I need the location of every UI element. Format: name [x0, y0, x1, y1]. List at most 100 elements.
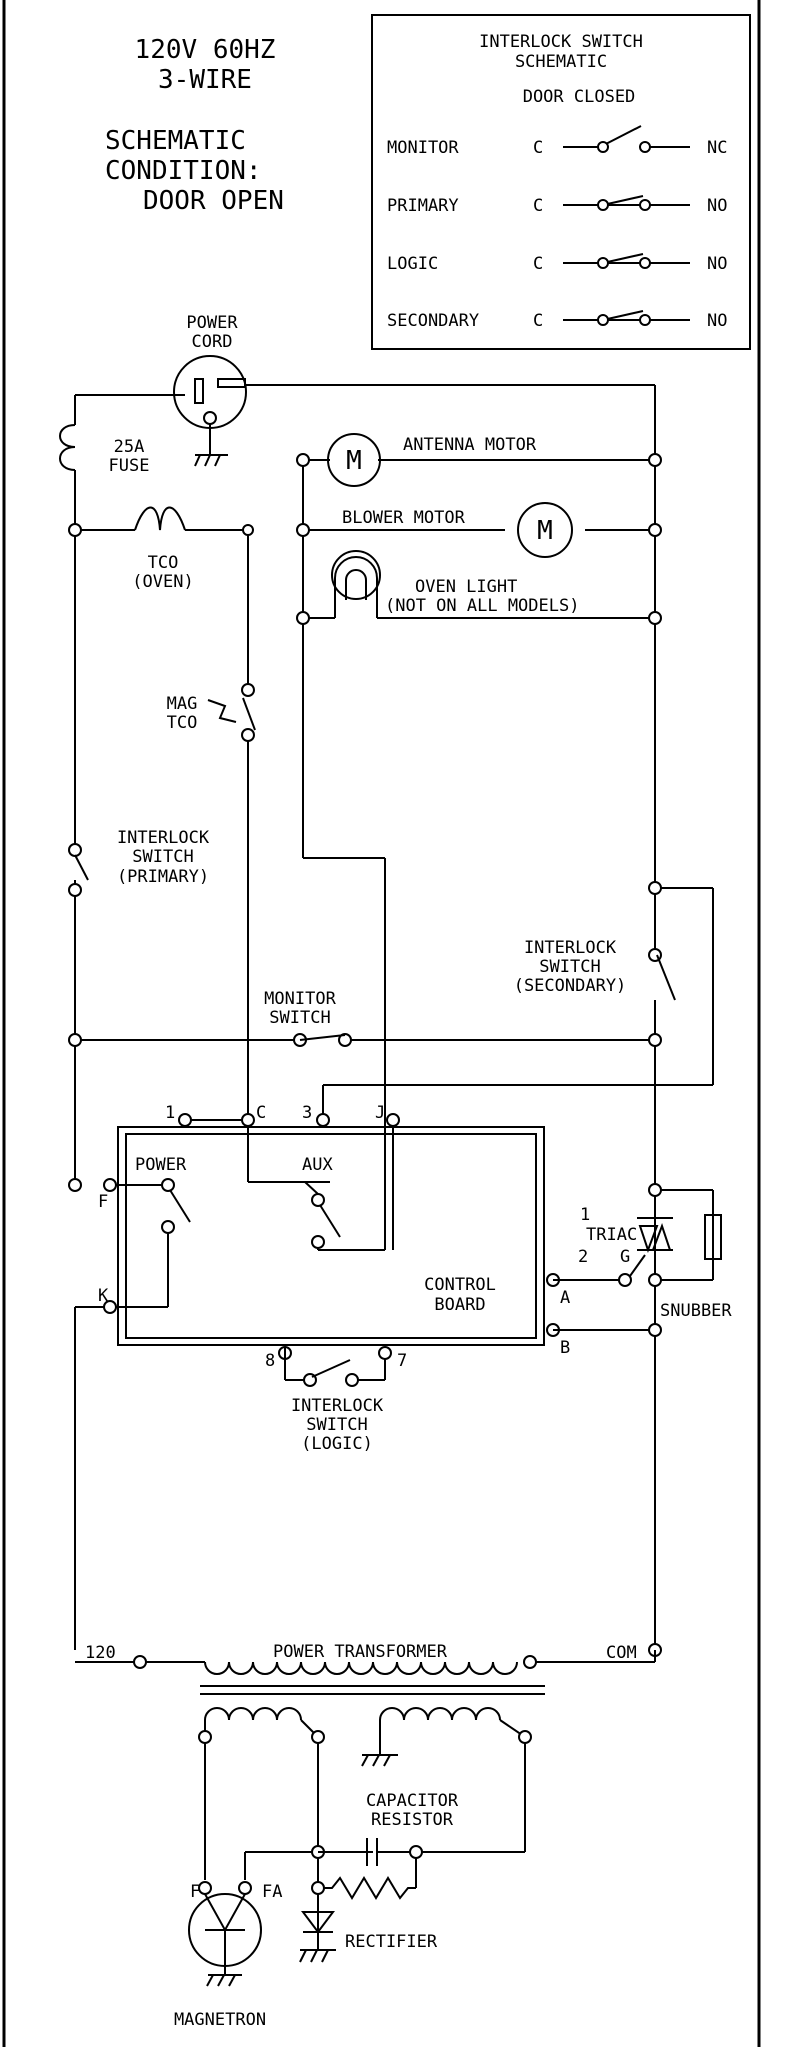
condition-line2: CONDITION:	[105, 156, 262, 186]
fuse: 25A FUSE	[59, 424, 150, 476]
interlock-logic: INTERLOCK SWITCH (LOGIC)	[284, 1347, 386, 1454]
monitor-switch: MONITOR SWITCH	[68, 989, 662, 1047]
page-frame	[2, 0, 761, 2047]
ground-icon	[361, 1740, 398, 1767]
row-secondary-name: SECONDARY	[387, 311, 479, 331]
tap-com-label: COM	[606, 1643, 637, 1663]
row-secondary-common: C	[533, 311, 543, 331]
triac-label: TRIAC	[586, 1225, 637, 1245]
mag-tco-label1: MAG	[167, 694, 198, 714]
power-cord: POWER CORD	[173, 313, 247, 467]
tco-oven-label2: (OVEN)	[132, 572, 193, 592]
antenna-motor: M ANTENNA MOTOR	[296, 433, 662, 487]
supply-voltage: 120V 60HZ	[135, 35, 276, 65]
fuse-label2: FUSE	[109, 456, 150, 476]
blower-motor-label: BLOWER MOTOR	[342, 508, 466, 528]
schematic-row-logic: LOGIC C NO	[387, 253, 727, 274]
aux-relay-label: AUX	[302, 1155, 333, 1175]
interlock-secondary: INTERLOCK SWITCH (SECONDARY)	[514, 881, 676, 1040]
tco-oven: TCO (OVEN)	[132, 506, 194, 592]
interlock-secondary-label2: SWITCH	[539, 957, 600, 977]
terminal-f-label: F	[98, 1192, 108, 1212]
schematic-row-primary: PRIMARY C NO	[387, 195, 727, 216]
capacitor-label2: RESISTOR	[371, 1810, 454, 1830]
interlock-secondary-label3: (SECONDARY)	[514, 976, 627, 996]
terminal-j-label: J	[375, 1103, 385, 1123]
power-cord-label1: POWER	[186, 313, 238, 333]
capacitor-label1: CAPACITOR	[366, 1791, 459, 1811]
antenna-motor-symbol: M	[346, 446, 362, 476]
oven-light-label1: OVEN LIGHT	[415, 577, 517, 597]
terminal-7-label: 7	[397, 1351, 407, 1371]
snubber: SNUBBER	[660, 1190, 732, 1321]
triac-terminal-1: 1	[580, 1205, 590, 1225]
control-board-label2: BOARD	[434, 1295, 485, 1315]
row-monitor-common: C	[533, 138, 543, 158]
hv-wiring	[204, 1743, 526, 1932]
interlock-primary: INTERLOCK SWITCH (PRIMARY)	[68, 828, 210, 897]
tap-120-label: 120	[85, 1643, 116, 1663]
terminal-c-label: C	[256, 1103, 266, 1123]
row-secondary-contact: NO	[707, 311, 727, 331]
triac-terminal-2: 2	[578, 1247, 588, 1267]
rectifier: RECTIFIER	[299, 1911, 438, 1963]
interlock-primary-label3: (PRIMARY)	[117, 867, 209, 887]
interlock-primary-label1: INTERLOCK	[117, 828, 210, 848]
power-cord-label2: CORD	[192, 332, 233, 352]
row-monitor-contact: NC	[707, 138, 727, 158]
oven-light-label2: (NOT ON ALL MODELS)	[385, 596, 579, 616]
node	[242, 524, 254, 536]
monitor-switch-label2: SWITCH	[269, 1008, 330, 1028]
ground-icon	[299, 1949, 336, 1963]
snubber-label: SNUBBER	[660, 1301, 732, 1321]
tco-oven-label1: TCO	[148, 553, 179, 573]
magnetron-terminal-f: F	[190, 1882, 200, 1902]
condition-line3: DOOR OPEN	[143, 186, 284, 216]
oven-light: OVEN LIGHT (NOT ON ALL MODELS)	[296, 550, 662, 625]
magnetron-label: MAGNETRON	[174, 2010, 266, 2030]
rectifier-label: RECTIFIER	[345, 1932, 438, 1952]
power-transformer-label: POWER TRANSFORMER	[273, 1642, 448, 1662]
interlock-schematic-title1: INTERLOCK SWITCH	[479, 32, 643, 52]
terminal-a-label: A	[560, 1288, 570, 1308]
blower-motor-symbol: M	[537, 516, 553, 546]
supply-header: 120V 60HZ 3-WIRE SCHEMATIC CONDITION: DO…	[105, 35, 284, 216]
interlock-logic-label3: (LOGIC)	[301, 1434, 373, 1454]
capacitor-resistor: CAPACITOR RESISTOR	[311, 1791, 459, 1900]
antenna-motor-label: ANTENNA MOTOR	[403, 435, 537, 455]
supply-wiring: 3-WIRE	[158, 65, 252, 95]
interlock-schematic-title2: SCHEMATIC	[515, 52, 607, 72]
interlock-logic-label1: INTERLOCK	[291, 1396, 384, 1416]
triac-terminal-g: G	[620, 1247, 630, 1267]
terminal-8-label: 8	[265, 1351, 275, 1371]
magnetron: F FA MAGNETRON	[174, 1881, 282, 2030]
interlock-schematic-box: INTERLOCK SWITCH SCHEMATIC DOOR CLOSED M…	[371, 14, 751, 350]
row-primary-name: PRIMARY	[387, 196, 459, 216]
interlock-logic-label2: SWITCH	[306, 1415, 367, 1435]
control-board-label1: CONTROL	[424, 1275, 496, 1295]
terminal-b-label: B	[560, 1338, 570, 1358]
mag-tco-label2: TCO	[167, 713, 198, 733]
mag-tco: MAG TCO	[167, 683, 256, 742]
magnetron-terminal-fa: FA	[262, 1882, 282, 1902]
schematic-row-monitor: MONITOR C NC	[387, 125, 727, 158]
monitor-switch-label1: MONITOR	[264, 989, 336, 1009]
row-monitor-name: MONITOR	[387, 138, 459, 158]
row-logic-common: C	[533, 254, 543, 274]
terminal-3-label: 3	[302, 1103, 312, 1123]
schematic-row-secondary: SECONDARY C NO	[387, 310, 727, 331]
interlock-primary-label2: SWITCH	[132, 847, 193, 867]
wiring	[74, 384, 714, 1663]
interlock-schematic-state: DOOR CLOSED	[523, 87, 636, 107]
row-primary-contact: NO	[707, 196, 727, 216]
fuse-label1: 25A	[114, 437, 145, 457]
control-board: CONTROL BOARD POWER AUX	[117, 1126, 545, 1346]
row-logic-name: LOGIC	[387, 254, 438, 274]
ground-icon	[194, 454, 228, 467]
power-transformer: 120 POWER TRANSFORMER COM	[85, 1642, 662, 1767]
terminal-1-label: 1	[165, 1103, 175, 1123]
condition-line1: SCHEMATIC	[105, 126, 246, 156]
power-relay-label: POWER	[135, 1155, 187, 1175]
node	[68, 523, 82, 537]
